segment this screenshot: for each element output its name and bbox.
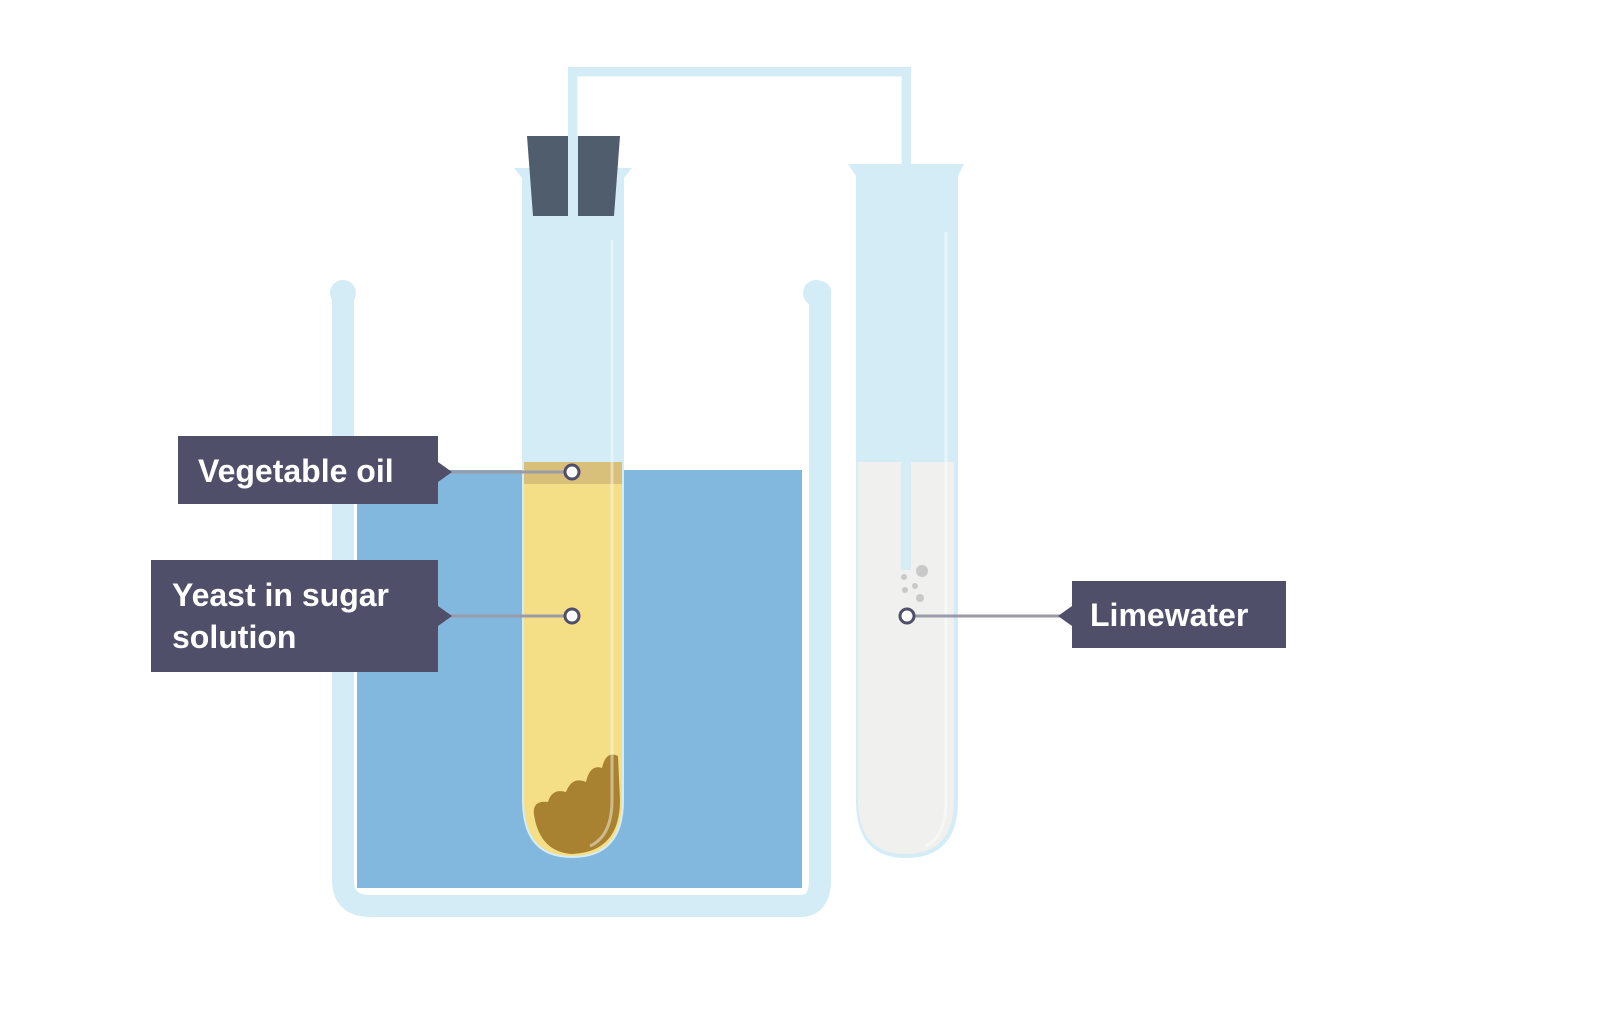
beaker-wall (332, 281, 831, 917)
leader-point (563, 607, 581, 625)
beaker-lip-left (330, 280, 356, 306)
yeast-sediment (533, 754, 620, 854)
gas-bubble (916, 594, 924, 602)
gas-bubble (902, 587, 908, 593)
label-vegetable-oil: Vegetable oil (178, 436, 581, 504)
beaker (330, 280, 831, 917)
label-text-yeast-line1: Yeast in sugar (172, 577, 389, 613)
leader-point (563, 463, 581, 481)
label-box (1058, 581, 1286, 648)
limewater-liquid (858, 462, 954, 854)
delivery-tube-submerged (901, 462, 911, 570)
label-box (178, 436, 452, 504)
stopper-tube-section (568, 136, 578, 256)
label-text-vegetable-oil: Vegetable oil (198, 453, 394, 489)
label-box (151, 560, 452, 672)
label-text-yeast-line2: solution (172, 619, 296, 655)
label-yeast-in-sugar-solution: Yeast in sugar solution (151, 560, 581, 672)
gas-bubble (901, 574, 907, 580)
limewater-test-tube (848, 164, 964, 858)
yeast-solution (524, 484, 622, 856)
gas-bubble (916, 565, 928, 577)
beaker-lip-right (803, 280, 829, 306)
gas-bubble (912, 583, 918, 589)
yeast-test-tube (514, 136, 632, 858)
yeast-tube-highlight (589, 240, 614, 848)
label-text-limewater: Limewater (1090, 597, 1248, 633)
label-limewater: Limewater (898, 581, 1286, 648)
leader-point (898, 607, 916, 625)
limewater-tube-highlight (925, 232, 948, 848)
